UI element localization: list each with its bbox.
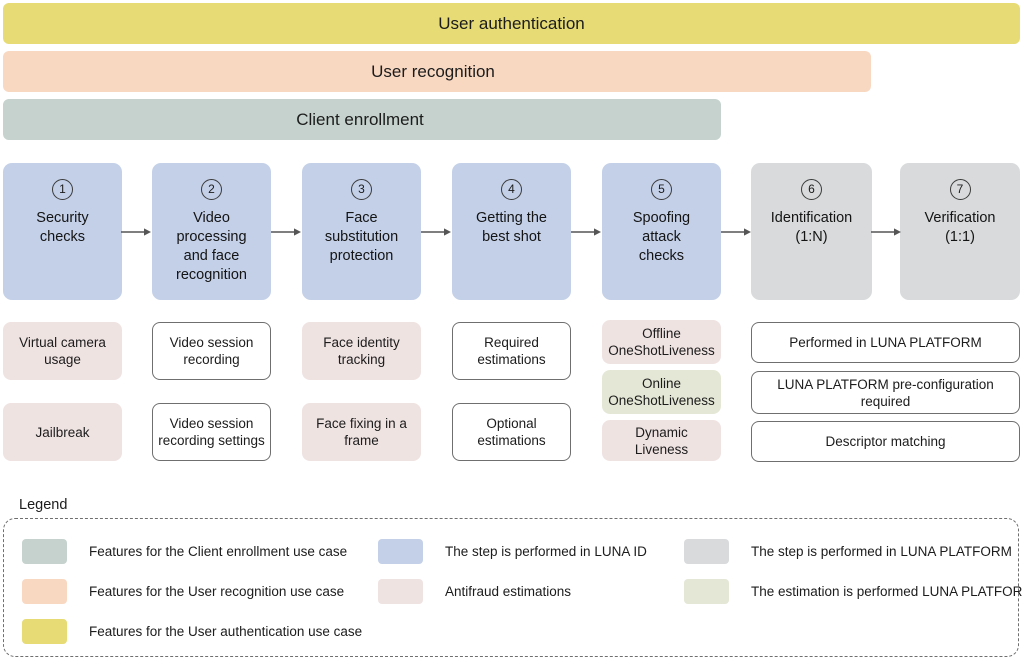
arrow-step-3-to-4 [421, 228, 451, 236]
legend-swatch-icon [684, 579, 729, 604]
step-box-getting-the-best-shot[interactable]: 4 Getting the best shot [452, 163, 571, 300]
sub-box-required-estimations[interactable]: Required estimations [452, 322, 571, 380]
arrow-step-2-to-3 [271, 228, 301, 236]
step-number-badge: 4 [501, 179, 522, 200]
banner-user-recognition: User recognition [3, 51, 871, 92]
step-box-verification[interactable]: 7 Verification (1:1) [900, 163, 1020, 300]
step-number-badge: 7 [949, 179, 971, 200]
step-label: Face substitution protection [324, 210, 399, 264]
legend-title: Legend [19, 497, 68, 513]
step-label: Getting the best shot [476, 210, 547, 245]
sub-box-offline-oneshotliveness[interactable]: Offline OneShotLiveness [602, 320, 721, 364]
step-number-badge: 2 [201, 179, 222, 200]
sub-box-jailbreak[interactable]: Jailbreak [3, 403, 122, 461]
step-label: Security checks [36, 210, 89, 245]
legend-item-antifraud-estimations: Antifraud estimations [378, 579, 571, 604]
sub-box-face-fixing-in-a-frame[interactable]: Face fixing in a frame [302, 403, 421, 461]
legend-container [3, 518, 1019, 657]
sub-box-descriptor-matching[interactable]: Descriptor matching [751, 421, 1020, 462]
sub-box-video-session-recording[interactable]: Video session recording [152, 322, 271, 380]
banner-label: Client enrollment [296, 109, 424, 129]
step-number-badge: 1 [52, 179, 73, 200]
step-number-badge: 5 [651, 179, 672, 200]
banner-client-enrollment: Client enrollment [3, 99, 721, 140]
legend-item-user-authentication-features: Features for the User authentication use… [22, 619, 362, 644]
step-label: Identification (1:N) [770, 210, 853, 245]
legend-item-label: The step is performed in LUNA PLATFORM [751, 544, 1012, 559]
legend-item-step-luna-id: The step is performed in LUNA ID [378, 539, 647, 564]
sub-box-optional-estimations[interactable]: Optional estimations [452, 403, 571, 461]
legend-item-label: Features for the User recognition use ca… [89, 584, 345, 599]
step-label: Spoofing attack checks [632, 210, 691, 264]
step-box-identification[interactable]: 6 Identification (1:N) [751, 163, 872, 300]
legend-swatch-icon [378, 579, 423, 604]
legend-item-label: Features for the Client enrollment use c… [89, 544, 348, 559]
step-box-security-checks[interactable]: 1 Security checks [3, 163, 122, 300]
legend-swatch-icon [684, 539, 729, 564]
legend-item-label: Antifraud estimations [445, 584, 572, 599]
legend-item-label: The step is performed in LUNA ID [445, 544, 647, 559]
step-label: Verification (1:1) [924, 210, 996, 245]
step-box-face-substitution-protection[interactable]: 3 Face substitution protection [302, 163, 421, 300]
step-number-badge: 3 [351, 179, 372, 200]
legend-swatch-icon [22, 579, 67, 604]
legend-swatch-icon [22, 539, 67, 564]
step-label: Video processing and face recognition [176, 210, 247, 283]
legend-item-user-recognition-features: Features for the User recognition use ca… [22, 579, 344, 604]
sub-box-video-session-recording-settings[interactable]: Video session recording settings [152, 403, 271, 461]
step-number-badge: 6 [801, 179, 822, 200]
legend-item-estimation-luna-platform: The estimation is performed LUNA PLATFOR… [684, 579, 1022, 604]
banner-user-authentication: User authentication [3, 3, 1020, 44]
arrow-step-5-to-6 [721, 228, 751, 236]
sub-box-dynamic-liveness[interactable]: Dynamic Liveness [602, 420, 721, 461]
legend-swatch-icon [22, 619, 67, 644]
step-box-spoofing-attack-checks[interactable]: 5 Spoofing attack checks [602, 163, 721, 300]
legend-item-client-enrollment-features: Features for the Client enrollment use c… [22, 539, 347, 564]
arrow-step-4-to-5 [571, 228, 601, 236]
legend-item-step-luna-platform: The step is performed in LUNA PLATFORM [684, 539, 1012, 564]
sub-box-face-identity-tracking[interactable]: Face identity tracking [302, 322, 421, 380]
sub-box-luna-platform-preconfiguration[interactable]: LUNA PLATFORM pre-configuration required [751, 371, 1020, 414]
sub-box-virtual-camera-usage[interactable]: Virtual camera usage [3, 322, 122, 380]
arrow-step-6-to-7 [871, 228, 901, 236]
sub-box-performed-in-luna-platform[interactable]: Performed in LUNA PLATFORM [751, 322, 1020, 363]
banner-label: User authentication [438, 13, 585, 33]
banner-label: User recognition [371, 61, 495, 81]
legend-item-label: Features for the User authentication use… [89, 624, 363, 639]
step-box-video-processing[interactable]: 2 Video processing and face recognition [152, 163, 271, 300]
legend-item-label: The estimation is performed LUNA PLATFOR… [751, 584, 1022, 599]
legend-swatch-icon [378, 539, 423, 564]
arrow-step-1-to-2 [121, 228, 151, 236]
sub-box-online-oneshotliveness[interactable]: Online OneShotLiveness [602, 370, 721, 414]
